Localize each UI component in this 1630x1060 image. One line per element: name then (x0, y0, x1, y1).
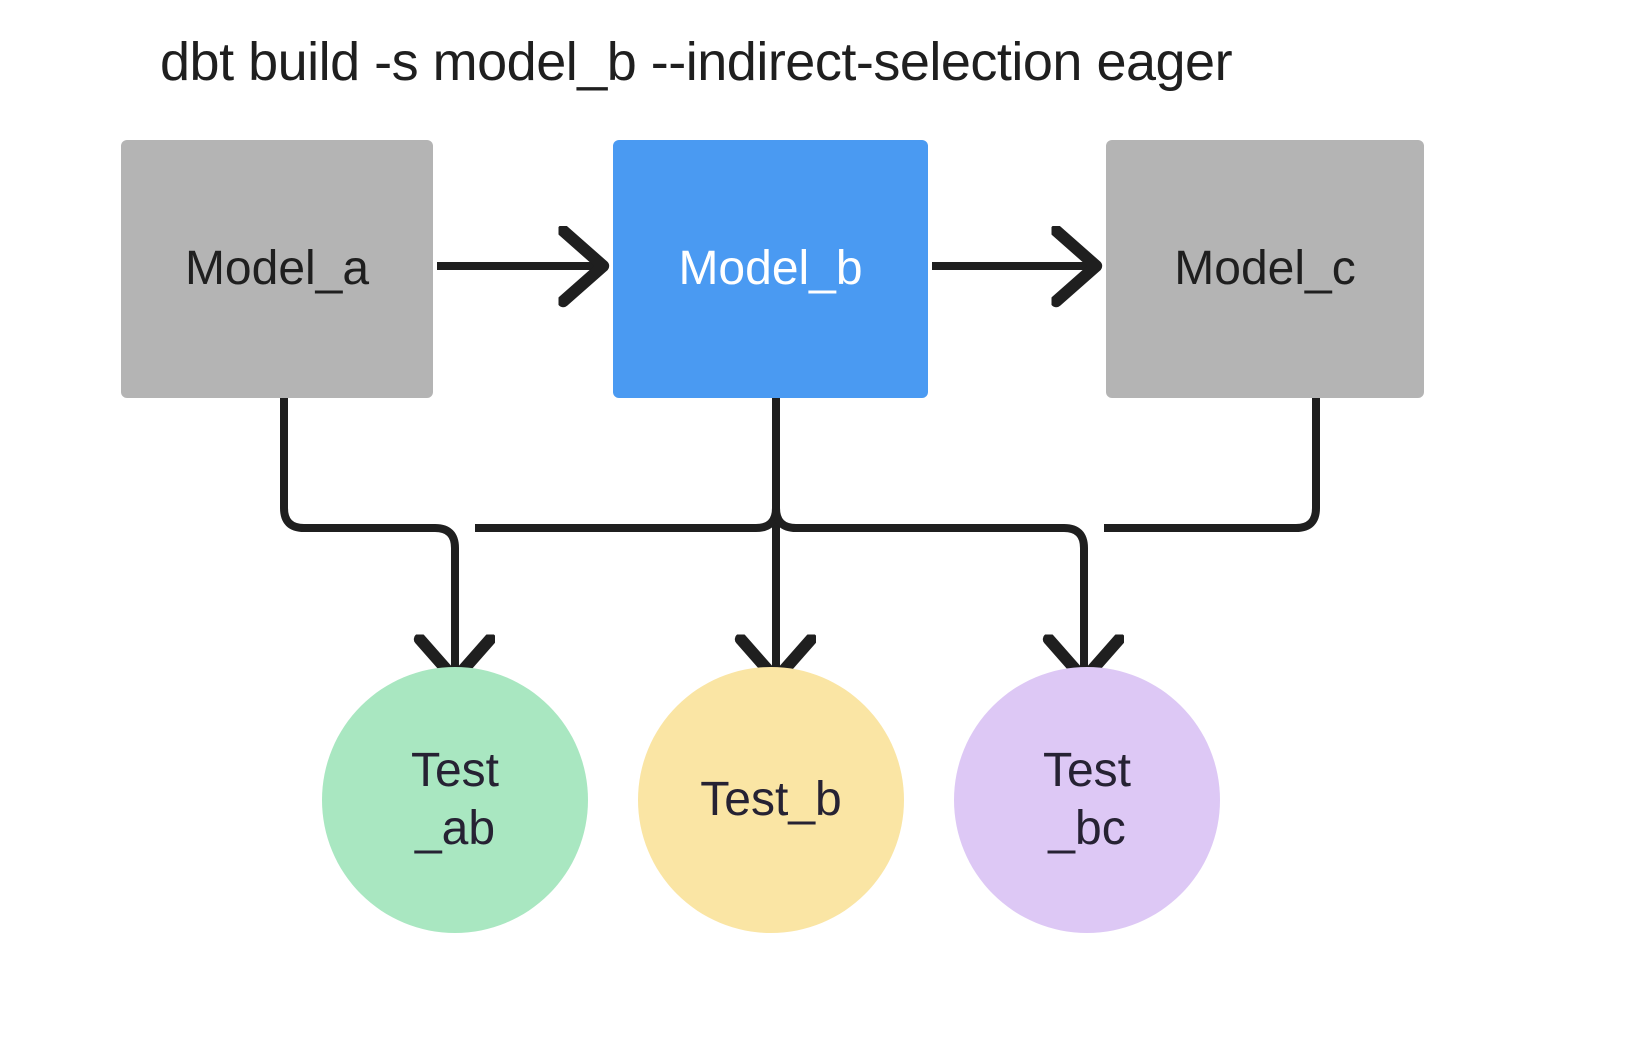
edge-model-c-to-test-bc (1104, 398, 1320, 532)
model-node-label: Model_b (678, 242, 863, 295)
test-node-label-line2: _ab (414, 802, 496, 855)
edge-model-b-to-test-ab (475, 507, 780, 532)
test-node-label-line1: Test_b (700, 773, 842, 826)
edge-model-b-to-test-bc (772, 507, 1084, 676)
test-node-test-ab[interactable]: Test _ab (322, 667, 588, 933)
model-node-model-c[interactable]: Model_c (1106, 140, 1424, 398)
test-node-label-line1: Test (1042, 744, 1132, 797)
test-node-test-b[interactable]: Test_b (638, 667, 904, 933)
test-node-test-bc[interactable]: Test _bc (954, 667, 1220, 933)
test-node-label-line2: _bc (1048, 802, 1126, 855)
model-node-model-a[interactable]: Model_a (121, 140, 433, 398)
edge-model-a-to-test-ab (280, 398, 455, 676)
test-node-label-line1: Test (410, 744, 500, 797)
page-title: dbt build -s model_b --indirect-selectio… (160, 32, 1233, 92)
model-node-label: Model_a (184, 242, 370, 295)
model-node-model-b[interactable]: Model_b (613, 140, 928, 398)
model-node-label: Model_c (1174, 242, 1356, 295)
